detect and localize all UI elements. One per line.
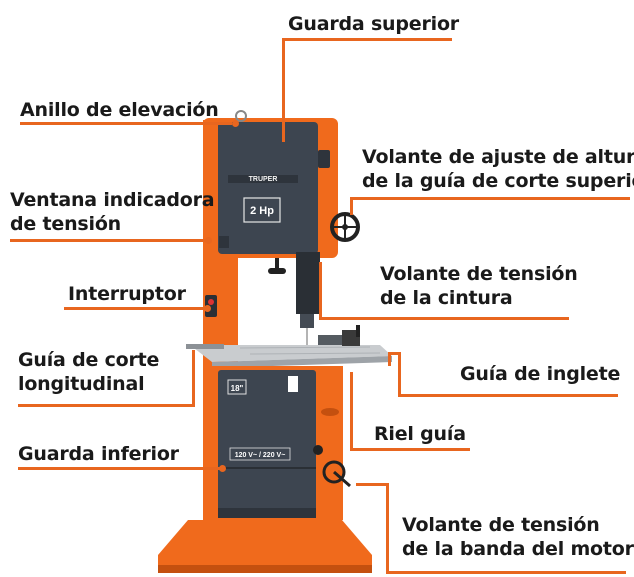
label-guia-inglete: Guía de inglete	[460, 363, 621, 385]
leader-motor-h	[356, 483, 388, 486]
lower-guard-panel	[218, 370, 316, 516]
label-volante-motor: Volante de tensión de la banda del motor	[402, 514, 634, 560]
leader-guarda-inferior-dot	[219, 465, 226, 472]
label-guarda-superior: Guarda superior	[288, 13, 459, 35]
label-guarda-inferior: Guarda inferior	[18, 443, 179, 465]
leader-ventana-h	[10, 239, 210, 242]
leader-cintura-h	[319, 317, 569, 320]
leader-motor-b	[386, 571, 626, 574]
voltage-badge	[229, 447, 291, 461]
leader-longitudinal-h	[18, 404, 194, 407]
machine-base	[158, 520, 372, 572]
leader-interruptor-dot	[204, 305, 211, 312]
leader-volante-altura-h	[350, 197, 630, 200]
leader-volante-altura-v	[350, 197, 353, 215]
leader-inglete-c	[388, 352, 400, 355]
svg-text:120 V~ / 220 V~: 120 V~ / 220 V~	[235, 452, 286, 459]
leader-anillo-h	[20, 122, 232, 125]
leader-riel-v	[350, 372, 353, 450]
motor-handwheel	[322, 460, 346, 484]
dust-port	[318, 384, 340, 412]
upper-guard-panel	[218, 122, 318, 254]
leader-anillo-dot	[232, 120, 239, 127]
blade-guide-post	[296, 252, 320, 314]
blade-tension-knob	[268, 268, 286, 274]
leader-guarda-superior-v	[282, 38, 285, 142]
lifting-ring	[235, 110, 247, 122]
label-anillo-elevacion: Anillo de elevación	[20, 99, 219, 121]
leader-guarda-superior-h	[282, 38, 452, 41]
leader-riel-h	[350, 448, 470, 451]
miter-gauge	[342, 330, 360, 346]
label-volante-altura: Volante de ajuste de altura de la guía d…	[362, 146, 634, 192]
leader-inglete-b	[398, 352, 401, 397]
leader-motor-v	[386, 483, 389, 573]
leader-cintura-v	[319, 262, 322, 317]
label-guia-longitudinal: Guía de corte longitudinal	[18, 349, 160, 395]
label-volante-cintura: Volante de tensión de la cintura	[380, 263, 578, 309]
label-interruptor: Interruptor	[68, 283, 186, 305]
svg-text:18": 18"	[231, 384, 244, 393]
leader-inglete-h	[398, 394, 618, 397]
svg-text:2 Hp: 2 Hp	[250, 205, 274, 217]
rip-fence-bar	[186, 344, 224, 349]
size-badge	[227, 379, 247, 395]
leader-ventana-dot	[205, 237, 212, 244]
brand-logo: TRUPER	[249, 176, 278, 183]
tension-window	[219, 236, 229, 248]
label-ventana-tension: Ventana indicadora de tensión	[10, 189, 215, 235]
leader-interruptor-h	[64, 307, 207, 310]
leader-inglete-a	[388, 352, 391, 366]
leader-longitudinal-v	[192, 350, 195, 407]
leader-guarda-inferior-h	[18, 467, 222, 470]
power-badge	[243, 197, 281, 223]
label-riel-guia: Riel guía	[374, 423, 466, 445]
